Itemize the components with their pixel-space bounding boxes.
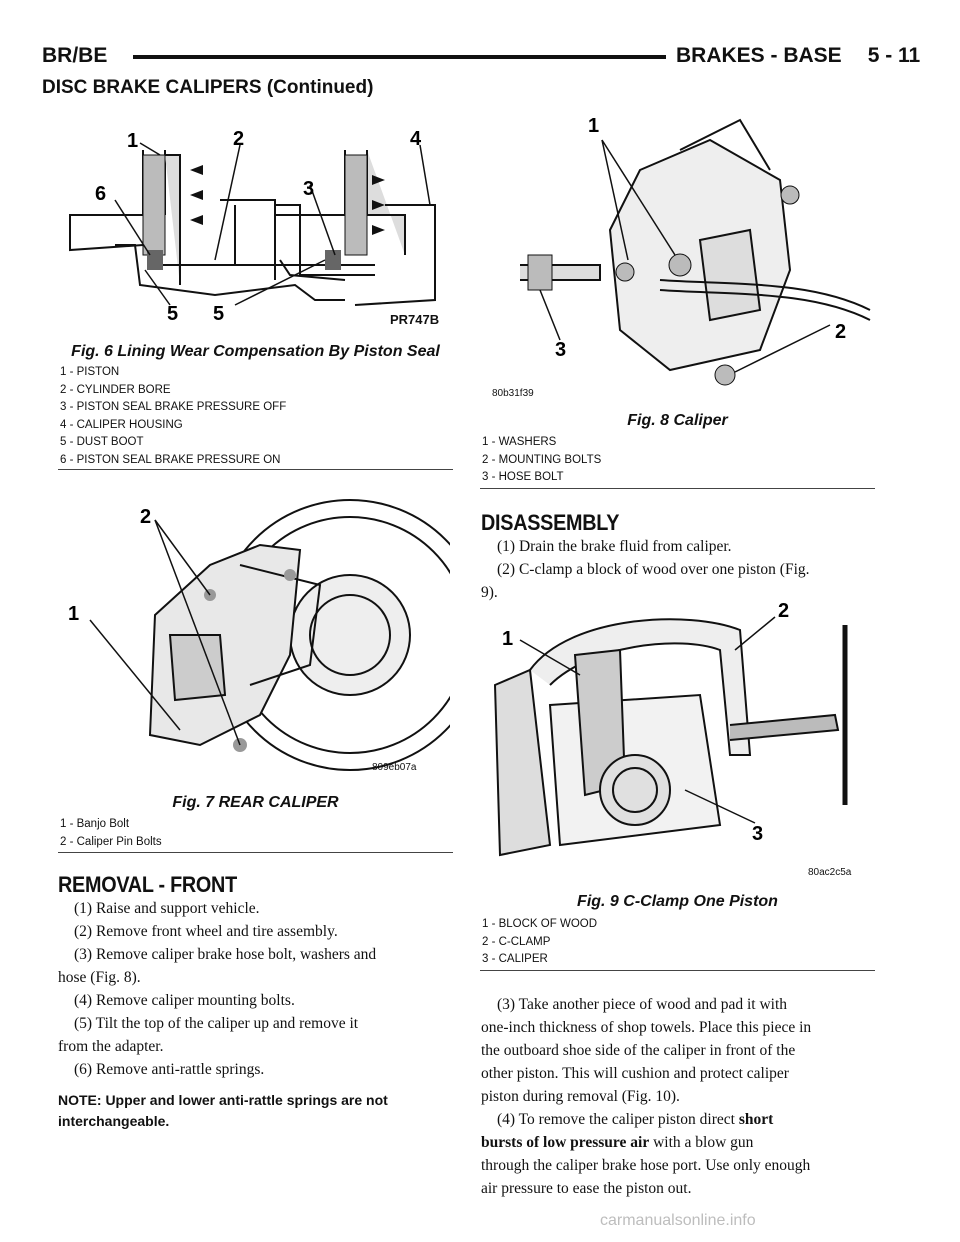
- watermark: carmanualsonline.info: [600, 1212, 756, 1229]
- para-line: through the caliper brake hose port. Use…: [481, 1157, 811, 1174]
- fig6-caption: Fig. 6 Lining Wear Compensation By Pisto…: [71, 343, 440, 360]
- removal-step: (6) Remove anti-rattle springs.: [74, 1061, 265, 1078]
- disassembly-heading: DISASSEMBLY: [481, 510, 620, 535]
- fig8-callout-1: 1: [588, 115, 599, 137]
- para-line: other piston. This will cushion and prot…: [481, 1065, 789, 1082]
- fig6-callout-5b: 5: [213, 303, 224, 325]
- fig7-rule: [58, 852, 453, 853]
- fig6-legend-item: 3 - PISTON SEAL BRAKE PRESSURE OFF: [60, 401, 287, 413]
- para4-bold: bursts of low pressure air: [481, 1134, 650, 1151]
- removal-step: (2) Remove front wheel and tire assembly…: [74, 923, 338, 940]
- fig6-legend-item: 1 - PISTON: [60, 366, 120, 378]
- fig6-legend-item: 4 - CALIPER HOUSING: [60, 418, 183, 431]
- para4-text: (4) To remove the caliper piston direct: [497, 1111, 735, 1128]
- disassembly-steps: (1) Drain the brake fluid from caliper. …: [481, 535, 881, 604]
- para4-line1: (4) To remove the caliper piston direct …: [481, 1108, 881, 1131]
- fig8-caption: Fig. 8 Caliper: [627, 412, 728, 429]
- fig7-callout-1: 1: [68, 603, 79, 625]
- fig7-callout-2: 2: [140, 506, 151, 528]
- removal-step: from the adapter.: [58, 1038, 164, 1055]
- para-line: piston during removal (Fig. 10).: [481, 1088, 680, 1105]
- note-line: interchangeable.: [58, 1113, 170, 1129]
- fig8-illustration: 1 2 3: [520, 115, 871, 386]
- fig6-callout-2: 2: [233, 128, 244, 150]
- fig6-legend-item: 6 - PISTON SEAL BRAKE PRESSURE ON: [60, 453, 281, 466]
- fig9-callout-3: 3: [752, 823, 763, 845]
- para4-line2: bursts of low pressure air with a blow g…: [481, 1131, 881, 1154]
- fig7-caption: Fig. 7 REAR CALIPER: [172, 794, 339, 811]
- removal-step: (1) Raise and support vehicle.: [74, 900, 260, 917]
- fig6-callout-6: 6: [95, 183, 106, 205]
- removal-body: (1) Raise and support vehicle. (2) Remov…: [58, 897, 458, 1081]
- removal-step: (5) Tilt the top of the caliper up and r…: [74, 1015, 359, 1032]
- fig9-callout-1: 1: [502, 628, 513, 650]
- fig6-callout-5a: 5: [167, 303, 178, 325]
- removal-note: NOTE: Upper and lower anti-rattle spring…: [58, 1090, 458, 1132]
- fig9-caption: Fig. 9 C-Clamp One Piston: [577, 893, 778, 910]
- fig8-callout-3: 3: [555, 339, 566, 361]
- page-subtitle: DISC BRAKE CALIPERS (Continued): [42, 77, 374, 98]
- fig9-legend: 1 - BLOCK OF WOOD 2 - C-CLAMP 3 - CALIPE…: [482, 916, 597, 969]
- removal-step: (3) Remove caliper brake hose bolt, wash…: [74, 946, 377, 963]
- fig6-legend: 1 - PISTON 2 - CYLINDER BORE 3 - PISTON …: [60, 364, 286, 469]
- para-line: air pressure to ease the piston out.: [481, 1180, 692, 1197]
- fig8-legend-item: 1 - WASHERS: [482, 436, 557, 448]
- fig7-code: 809eb07a: [372, 762, 417, 773]
- fig8-callout-2: 2: [835, 321, 846, 343]
- page-number: 5 - 11: [867, 44, 921, 67]
- fig9-legend-item: 1 - BLOCK OF WOOD: [482, 918, 598, 930]
- disassembly-para3: (3) Take another piece of wood and pad i…: [481, 993, 881, 1200]
- fig6-callout-3: 3: [303, 178, 314, 200]
- para-line: (3) Take another piece of wood and pad i…: [497, 996, 788, 1013]
- fig6-callout-4: 4: [410, 128, 422, 150]
- fig8-legend-item: 3 - HOSE BOLT: [482, 471, 564, 483]
- para4-text: with a blow gun: [653, 1134, 754, 1151]
- note-line: NOTE: Upper and lower anti-rattle spring…: [58, 1092, 388, 1108]
- removal-step: hose (Fig. 8).: [58, 969, 141, 986]
- fig6-rule: [58, 469, 453, 470]
- para-line: the outboard shoe side of the caliper in…: [481, 1042, 796, 1059]
- disassembly-step: 9).: [481, 584, 498, 601]
- fig8-legend: 1 - WASHERS 2 - MOUNTING BOLTS 3 - HOSE …: [482, 434, 601, 487]
- header-model: BR/BE: [42, 44, 108, 67]
- disassembly-step: (1) Drain the brake fluid from caliper.: [497, 538, 732, 555]
- para4-bold: short: [738, 1111, 774, 1128]
- fig8-legend-item: 2 - MOUNTING BOLTS: [482, 453, 602, 466]
- fig6-callout-1: 1: [127, 130, 138, 152]
- fig6-legend-item: 5 - DUST BOOT: [60, 436, 144, 448]
- fig6-illustration: 1 2 3 4 5 5 6: [69, 128, 436, 325]
- fig6-legend-item: 2 - CYLINDER BORE: [60, 383, 171, 396]
- fig9-rule: [480, 970, 875, 971]
- fig8-code: 80b31f39: [492, 388, 534, 399]
- fig9-illustration: 1 2 3: [493, 600, 848, 857]
- fig9-legend-item: 2 - C-CLAMP: [482, 935, 551, 948]
- removal-heading: REMOVAL - FRONT: [58, 872, 237, 897]
- fig7-legend: 1 - Banjo Bolt 2 - Caliper Pin Bolts: [60, 816, 162, 851]
- fig7-illustration: 1 2: [68, 499, 450, 771]
- fig9-legend-item: 3 - CALIPER: [482, 953, 548, 965]
- para-line: one-inch thickness of shop towels. Place…: [481, 1019, 812, 1036]
- removal-step: (4) Remove caliper mounting bolts.: [74, 992, 295, 1009]
- fig7-legend-item: 2 - Caliper Pin Bolts: [60, 835, 162, 848]
- disassembly-step: (2) C-clamp a block of wood over one pis…: [497, 561, 810, 578]
- fig9-code: 80ac2c5a: [808, 867, 852, 878]
- header-section: BRAKES - BASE: [676, 44, 842, 67]
- fig9-callout-2: 2: [778, 600, 789, 622]
- header-section-page: BRAKES - BASE 5 - 11: [676, 44, 920, 68]
- fig6-code: PR747B: [390, 312, 440, 327]
- fig8-rule: [480, 488, 875, 489]
- header-rule: [133, 55, 666, 59]
- fig7-legend-item: 1 - Banjo Bolt: [60, 818, 130, 830]
